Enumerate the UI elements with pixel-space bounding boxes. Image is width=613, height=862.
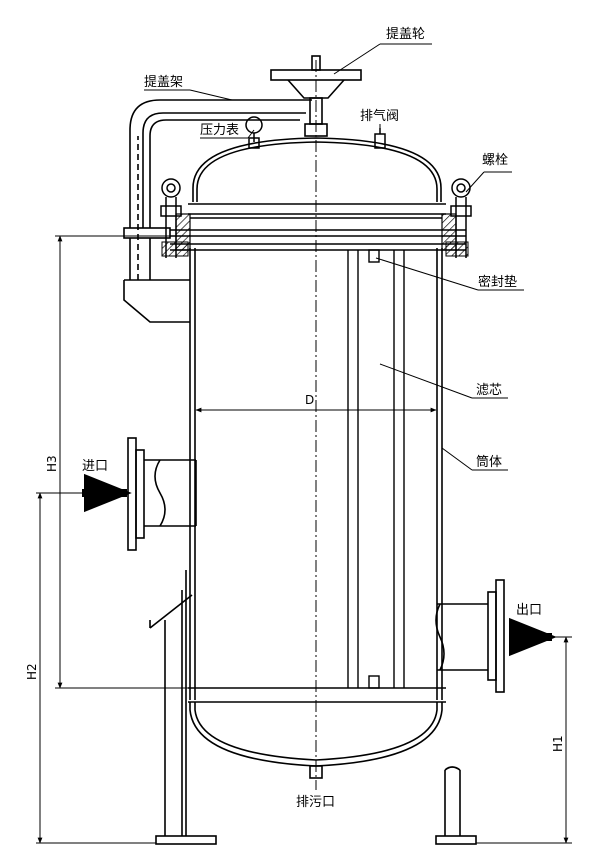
- body-flange: [170, 217, 466, 251]
- support-legs: [149, 570, 477, 845]
- vent-valve: [374, 128, 386, 149]
- leader-lines: [144, 43, 524, 471]
- label-shell: 筒体: [476, 454, 502, 470]
- h2-dimension: [36, 492, 156, 844]
- h1-label: H1: [551, 735, 565, 752]
- bottom-dome: [188, 687, 446, 767]
- lid-dome: [188, 137, 446, 215]
- label-drain: 排污口: [296, 795, 335, 810]
- flange-hatched-sections: [161, 213, 469, 257]
- label-lid-wheel: 提盖轮: [386, 26, 425, 42]
- h3-label: H3: [45, 455, 59, 472]
- outlet-nozzle: [435, 579, 505, 693]
- pressure-gauge: [245, 116, 263, 149]
- h3-dimension: [55, 235, 190, 689]
- label-seal-gasket: 密封垫: [478, 274, 517, 290]
- h1-dimension: [476, 636, 572, 844]
- lid-wheel-assembly: [270, 55, 362, 137]
- label-inlet: 进口: [82, 459, 108, 474]
- inlet-nozzle: [127, 437, 197, 551]
- label-lid-frame: 提盖架: [144, 74, 183, 90]
- label-outlet: 出口: [516, 603, 542, 618]
- label-bolt: 螺栓: [482, 153, 508, 168]
- h2-label: H2: [25, 663, 39, 680]
- label-filter-element: 滤芯: [476, 383, 502, 398]
- filter-element-body: [347, 249, 405, 689]
- lid-lifting-frame: [123, 99, 312, 323]
- diameter-label: D: [305, 393, 314, 407]
- label-vent-valve: 排气阀: [360, 108, 399, 124]
- label-pressure-gauge: 压力表: [200, 123, 239, 138]
